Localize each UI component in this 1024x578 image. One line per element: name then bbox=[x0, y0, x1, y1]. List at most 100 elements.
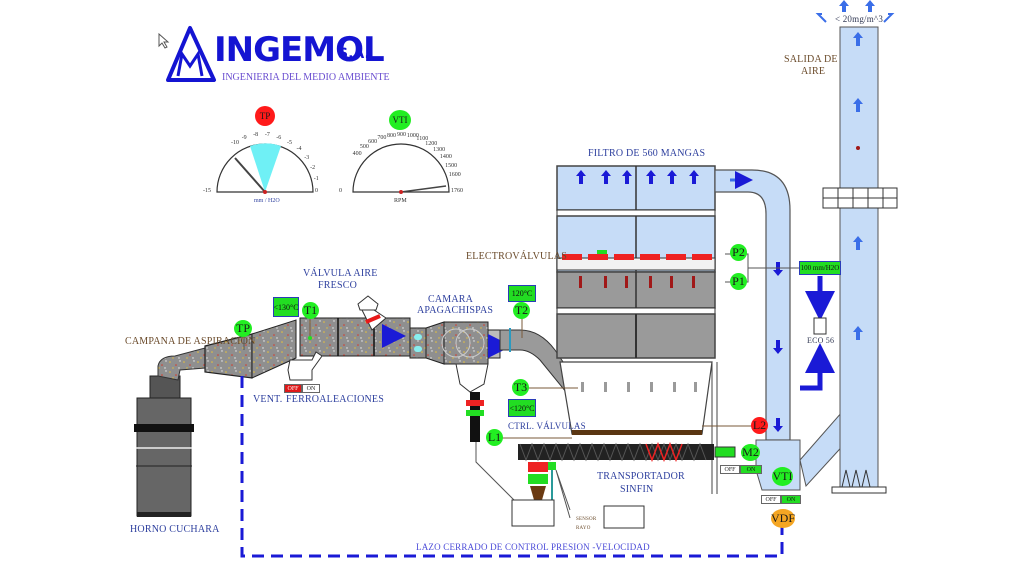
pressure-setpoint-band bbox=[250, 143, 281, 192]
outlet-duct bbox=[714, 169, 791, 441]
pressure-unit-label: mm / H2O bbox=[254, 198, 280, 204]
spark-arrestor-label-2: APAGACHISPAS bbox=[417, 305, 494, 316]
solenoid-valves bbox=[562, 250, 712, 260]
gauge-tick-label: 1100 bbox=[416, 136, 429, 143]
speed-needle bbox=[400, 185, 447, 193]
brand-name: INGEMOL bbox=[214, 30, 385, 70]
control-loop-label: LAZO CERRADO DE CONTROL PRESION -VELOCID… bbox=[416, 542, 650, 552]
emission-limit-label: < 20mg/m^3 bbox=[835, 14, 884, 24]
fresh-air-valve-label-2: FRESCO bbox=[318, 280, 357, 291]
eco56-controller-icon bbox=[813, 317, 827, 335]
gauge-tick-label: 1760 bbox=[451, 188, 463, 194]
t2-value-readout: 120°C bbox=[508, 285, 536, 302]
outlet-duct-arrows bbox=[773, 262, 783, 432]
dust-bin-1 bbox=[511, 499, 555, 527]
gauge-tick-label: 0 bbox=[315, 188, 318, 194]
t1-limit-readout: <130°C bbox=[273, 297, 299, 317]
gauge-tick-label: -9 bbox=[241, 134, 247, 141]
speed-gauge-badge: VTI bbox=[389, 110, 411, 130]
instrument-vti[interactable]: VTI bbox=[772, 467, 793, 486]
dp-readout: 100 mm/H2O bbox=[799, 261, 841, 275]
pressure-gauge-badge: TP bbox=[255, 106, 275, 126]
fresh-air-valve bbox=[357, 295, 387, 331]
conveyor-label-2: SINFIN bbox=[620, 484, 654, 495]
filter-title: FILTRO DE 560 MANGAS bbox=[588, 148, 706, 159]
spark-arrestor bbox=[409, 321, 512, 442]
spark-arrestor-label: CAMARA bbox=[428, 294, 474, 305]
speed-unit-label: RPM bbox=[394, 198, 407, 204]
valve-control-label: CTRL. VÁLVULAS bbox=[508, 421, 586, 431]
vent-off-button[interactable]: OFF bbox=[284, 384, 302, 393]
stack-arrows bbox=[815, 0, 895, 340]
brand-suffix: S.A. bbox=[338, 46, 370, 62]
pressure-gauge bbox=[216, 143, 314, 194]
gauge-tick-label: -3 bbox=[304, 155, 310, 162]
gauge-tick-label: -15 bbox=[203, 188, 211, 194]
conveyor-label: TRANSPORTADOR bbox=[597, 471, 685, 482]
gauge-tick-label: 1600 bbox=[448, 172, 461, 179]
sensor-lines bbox=[555, 469, 571, 519]
vent-switch[interactable]: OFF ON bbox=[284, 384, 320, 393]
fresh-air-valve-label: VÁLVULA AIRE bbox=[303, 268, 378, 279]
instrument-p1[interactable]: P1 bbox=[730, 273, 747, 290]
suction-hood-label: CAMPANA DE ASPIRACIÓN bbox=[125, 336, 256, 347]
pressure-needle bbox=[234, 157, 266, 193]
gauge-tick-label: -4 bbox=[296, 146, 302, 153]
gauge-tick-label: 1300 bbox=[433, 147, 446, 153]
instrument-t2[interactable]: T2 bbox=[513, 302, 530, 319]
instrument-l2[interactable]: L2 bbox=[751, 417, 768, 434]
gauge-tick-label: 1000 bbox=[406, 133, 419, 140]
furnace-hood-duct bbox=[157, 347, 206, 381]
gauge-tick-label: -8 bbox=[253, 132, 259, 139]
gauge-tick-label: 700 bbox=[377, 134, 387, 141]
vent-label: VENT. bbox=[253, 394, 283, 405]
gauge-tick-label: -10 bbox=[231, 139, 239, 146]
eco-signal-arrow bbox=[800, 343, 835, 391]
ferroalloy-label: FERROALEACIONES bbox=[286, 394, 385, 405]
dirty-air-arrows bbox=[579, 276, 695, 288]
instrument-l1[interactable]: L1 bbox=[486, 429, 503, 446]
gauge-tick-label: 400 bbox=[352, 151, 362, 158]
gauge-tick-label: -7 bbox=[264, 132, 270, 139]
gauge-tick-label: 1200 bbox=[425, 140, 438, 147]
instrument-vdf[interactable]: VDF bbox=[771, 509, 795, 528]
gauge-tick-label: 1500 bbox=[445, 162, 458, 169]
ferroalloy-fan bbox=[287, 351, 323, 381]
eco56-label: ECO 56 bbox=[807, 336, 835, 345]
gauge-tick-label: 900 bbox=[396, 132, 406, 139]
vent-on-button[interactable]: ON bbox=[302, 384, 320, 393]
solenoid-valves-label: ELECTROVÁLVULAS bbox=[466, 251, 567, 262]
speed-gauge bbox=[352, 143, 450, 194]
clean-air-arrows bbox=[576, 170, 699, 184]
brand-tagline: INGENIERIA DEL MEDIO AMBIENTE bbox=[222, 72, 390, 83]
gauge-tick-label: -5 bbox=[287, 139, 292, 146]
gauge-tick-label: 0 bbox=[339, 188, 342, 194]
dust-bin-2 bbox=[603, 505, 645, 529]
vti-switch[interactable]: OFF ON bbox=[761, 495, 801, 504]
air-outlet-label: SALIDA DE bbox=[784, 54, 838, 65]
instrument-m2[interactable]: M2 bbox=[741, 444, 760, 461]
air-outlet-label-2: AIRE bbox=[801, 66, 826, 77]
gauge-tick-label: 1400 bbox=[439, 154, 452, 161]
t3-limit-readout: <120°C bbox=[508, 399, 536, 417]
beam-label: RAYO bbox=[576, 526, 591, 531]
gauge-tick-label: -2 bbox=[310, 165, 316, 172]
m2-on-button[interactable]: ON bbox=[740, 465, 762, 474]
m2-off-button[interactable]: OFF bbox=[720, 465, 740, 474]
gauge-tick-label: 800 bbox=[387, 132, 397, 139]
vti-on-button[interactable]: ON bbox=[781, 495, 801, 504]
instrument-t3[interactable]: T3 bbox=[512, 379, 529, 396]
m2-switch[interactable]: OFF ON bbox=[720, 465, 762, 474]
instrument-p2[interactable]: P2 bbox=[730, 244, 747, 261]
ingemol-logo-icon bbox=[166, 26, 216, 82]
instrument-t1[interactable]: T1 bbox=[302, 302, 319, 319]
gauge-tick-label: -1 bbox=[313, 176, 319, 183]
gauge-tick-label: 600 bbox=[368, 138, 378, 145]
instrument-tp[interactable]: TP bbox=[234, 320, 252, 337]
screw-conveyor bbox=[518, 441, 736, 510]
ladle-furnace bbox=[134, 375, 194, 517]
mouse-cursor-icon bbox=[158, 33, 170, 49]
vti-off-button[interactable]: OFF bbox=[761, 495, 781, 504]
hopper-arrows bbox=[581, 382, 697, 392]
